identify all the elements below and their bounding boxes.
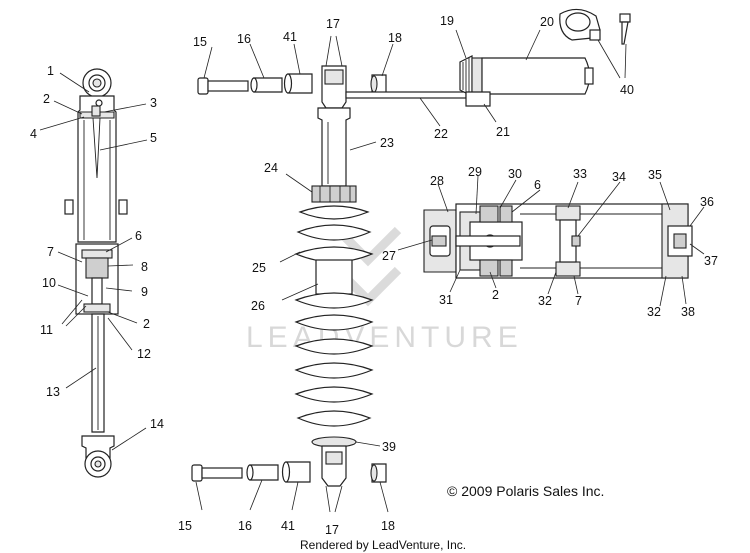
callout-41a: 41 bbox=[283, 30, 297, 44]
callout-18b: 18 bbox=[381, 519, 395, 533]
callout-21: 21 bbox=[496, 125, 510, 139]
reservoir-assembly bbox=[459, 8, 631, 107]
callout-2c: 2 bbox=[492, 288, 499, 302]
callout-38: 38 bbox=[681, 305, 695, 319]
top-hardware bbox=[197, 73, 387, 95]
callout-39: 39 bbox=[382, 440, 396, 454]
callout-3: 3 bbox=[150, 96, 157, 110]
callout-12: 12 bbox=[137, 347, 151, 361]
callout-16a: 16 bbox=[237, 32, 251, 46]
callout-30: 30 bbox=[508, 167, 522, 181]
cross-section-assembly bbox=[423, 203, 693, 279]
spring-inner-sleeve bbox=[315, 259, 353, 295]
left-callouts: 1 2 3 4 5 6 7 8 10 9 11 2 12 13 14 bbox=[30, 64, 164, 431]
left-shock-assembly bbox=[64, 68, 128, 478]
preload-collar bbox=[311, 185, 357, 203]
copyright-text: © 2009 Polaris Sales Inc. bbox=[447, 483, 604, 499]
right-leaders bbox=[397, 175, 705, 307]
callout-19: 19 bbox=[440, 14, 454, 28]
callout-22: 22 bbox=[434, 127, 448, 141]
center-callouts: 15 16 41 17 18 19 20 40 22 21 23 24 25 2… bbox=[178, 14, 634, 537]
body-tube bbox=[317, 107, 351, 187]
callout-8: 8 bbox=[141, 260, 148, 274]
callout-27: 27 bbox=[382, 249, 396, 263]
bushing-16 bbox=[253, 77, 283, 93]
bushing-16b bbox=[249, 464, 279, 481]
clamp-bolt-head bbox=[619, 13, 631, 23]
floating-piston-bottom bbox=[555, 261, 581, 277]
callout-2: 2 bbox=[43, 92, 50, 106]
callout-31: 31 bbox=[439, 293, 453, 307]
floating-piston-top bbox=[555, 205, 581, 221]
callout-28: 28 bbox=[430, 174, 444, 188]
callout-11: 11 bbox=[40, 323, 53, 337]
callout-26: 26 bbox=[251, 299, 265, 313]
callout-20: 20 bbox=[540, 15, 554, 29]
right-callouts: 28 29 30 6 33 34 35 36 27 37 31 2 32 7 3… bbox=[382, 165, 718, 319]
callout-17a: 17 bbox=[326, 17, 340, 31]
left-leaders bbox=[39, 72, 148, 451]
callout-37: 37 bbox=[704, 254, 718, 268]
callout-33: 33 bbox=[573, 167, 587, 181]
callout-17b: 17 bbox=[325, 523, 339, 537]
callout-5: 5 bbox=[150, 131, 157, 145]
callout-23: 23 bbox=[380, 136, 394, 150]
callout-16b: 16 bbox=[238, 519, 252, 533]
piston-shaft bbox=[455, 235, 521, 247]
callout-40: 40 bbox=[620, 83, 634, 97]
bolt-15b-head bbox=[191, 464, 203, 482]
callout-32a: 32 bbox=[538, 294, 552, 308]
bolt-15-shank bbox=[207, 80, 249, 92]
center-shock-assembly bbox=[191, 65, 467, 487]
callout-7: 7 bbox=[47, 245, 54, 259]
callout-6b: 6 bbox=[534, 178, 541, 192]
bolt-15b-shank bbox=[201, 467, 243, 479]
callout-29: 29 bbox=[468, 165, 482, 179]
coil-spring bbox=[294, 205, 374, 427]
callout-35: 35 bbox=[648, 168, 662, 182]
callout-15b: 15 bbox=[178, 519, 192, 533]
bottom-hardware bbox=[191, 461, 387, 483]
callout-6: 6 bbox=[135, 229, 142, 243]
callout-36: 36 bbox=[700, 195, 714, 209]
callout-34: 34 bbox=[612, 170, 626, 184]
callout-1: 1 bbox=[47, 64, 54, 78]
callout-4: 4 bbox=[30, 127, 37, 141]
callout-7b: 7 bbox=[575, 294, 582, 308]
callout-10: 10 bbox=[42, 276, 56, 290]
callout-15a: 15 bbox=[193, 35, 207, 49]
callout-32b: 32 bbox=[647, 305, 661, 319]
reservoir-fitting bbox=[465, 91, 491, 107]
reservoir-hose bbox=[345, 91, 467, 99]
center-leaders bbox=[195, 29, 627, 513]
rendered-by-text: Rendered by LeadVenture, Inc. bbox=[300, 538, 466, 552]
callout-2b: 2 bbox=[143, 317, 150, 331]
callout-25: 25 bbox=[252, 261, 266, 275]
watermark-text: LEADVENTURE bbox=[246, 321, 523, 354]
bolt-15-head bbox=[197, 77, 209, 95]
callout-41b: 41 bbox=[281, 519, 295, 533]
callout-18a: 18 bbox=[388, 31, 402, 45]
callout-9: 9 bbox=[141, 285, 148, 299]
reservoir-body bbox=[481, 57, 591, 95]
callout-13: 13 bbox=[46, 385, 60, 399]
callout-14: 14 bbox=[150, 417, 164, 431]
callout-24: 24 bbox=[264, 161, 278, 175]
